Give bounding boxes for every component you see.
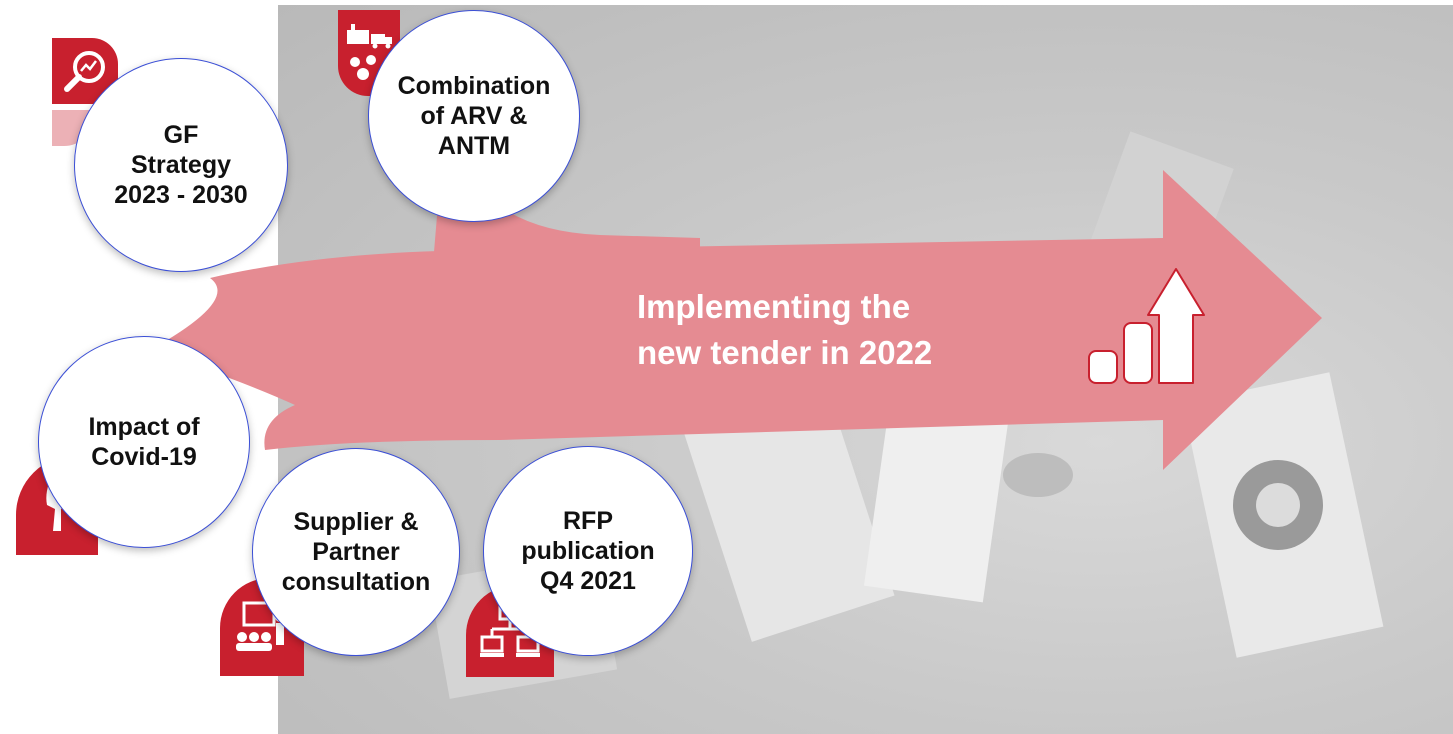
growth-bars-icon	[1088, 268, 1205, 384]
headline-line-2: new tender in 2022	[637, 334, 933, 371]
headline: Implementing the new tender in 2022	[637, 284, 1057, 376]
headline-line-1: Implementing the	[637, 288, 911, 325]
milestone-rfp: RFP publication Q4 2021	[483, 446, 693, 656]
milestone-combination: Combination of ARV & ANTM	[368, 10, 580, 222]
milestone-gf-strategy: GF Strategy 2023 - 2030	[74, 58, 288, 272]
milestone-covid: Impact of Covid-19	[38, 336, 250, 548]
milestone-supplier: Supplier & Partner consultation	[252, 448, 460, 656]
